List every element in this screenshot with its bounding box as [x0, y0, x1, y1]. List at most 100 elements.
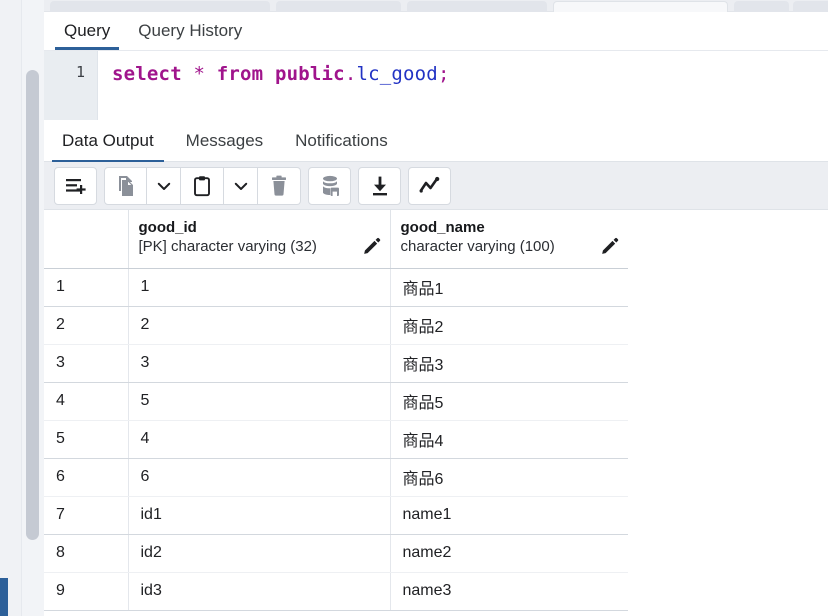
cell-good-name[interactable]: 商品3	[390, 344, 629, 383]
tab-notifications[interactable]: Notifications	[279, 120, 404, 162]
cell-good-id[interactable]: 5	[128, 382, 391, 421]
cell-good-name[interactable]: 商品6	[390, 458, 629, 497]
cell-good-name[interactable]: name3	[390, 572, 629, 611]
database-save-icon	[322, 175, 339, 196]
workspace-tab[interactable]	[793, 1, 828, 12]
download-button[interactable]	[358, 166, 401, 205]
cell-good-name[interactable]: 商品1	[390, 268, 629, 307]
copy-button[interactable]	[104, 166, 147, 205]
workspace-tab-active[interactable]	[553, 1, 728, 12]
cell-good-id[interactable]: id2	[128, 534, 391, 573]
clipboard-icon	[194, 175, 210, 196]
cell-good-id[interactable]: 1	[128, 268, 391, 307]
pencil-icon[interactable]	[362, 236, 382, 261]
row-number-cell[interactable]: 7	[44, 496, 129, 535]
line-number-gutter: 1	[44, 51, 98, 120]
row-number-cell[interactable]: 1	[44, 268, 129, 307]
sql-code-area[interactable]: select * from public.lc_good;	[98, 51, 828, 120]
column-type: [PK] character varying (32)	[138, 238, 317, 255]
column-header-good-name[interactable]: good_name character varying (100)	[390, 210, 629, 269]
line-chart-icon	[419, 176, 439, 193]
workspace-tab[interactable]	[50, 1, 270, 12]
tab-messages[interactable]: Messages	[170, 120, 279, 162]
chevron-down-icon	[157, 182, 170, 190]
workspace-tab[interactable]	[734, 1, 789, 12]
tab-query-label: Query	[64, 21, 111, 40]
column-name: good_id	[138, 219, 197, 236]
editor-body: 1 select * from public.lc_good;	[44, 50, 828, 120]
add-row-button[interactable]	[54, 166, 97, 205]
paste-options-button[interactable]	[224, 166, 258, 205]
cell-good-name[interactable]: 商品4	[390, 420, 629, 459]
column-header-good-id[interactable]: good_id [PK] character varying (32)	[128, 210, 391, 269]
active-panel-marker	[0, 578, 8, 616]
copy-icon	[118, 175, 133, 196]
sql-token-schema: public	[274, 63, 345, 85]
delete-row-button[interactable]	[258, 166, 301, 205]
sql-token-from: from	[216, 63, 264, 85]
cell-good-id[interactable]: id1	[128, 496, 391, 535]
cell-good-name[interactable]: name1	[390, 496, 629, 535]
workspace-tab-strip	[44, 0, 828, 12]
tab-query-history[interactable]: Query History	[124, 12, 256, 50]
results-tabbar: Data Output Messages Notifications	[44, 120, 828, 163]
cell-good-id[interactable]: 4	[128, 420, 391, 459]
sql-space	[205, 63, 217, 85]
copy-options-button[interactable]	[147, 166, 181, 205]
tab-query-history-label: Query History	[138, 21, 243, 40]
trash-icon	[272, 175, 286, 196]
tab-data-output[interactable]: Data Output	[46, 120, 170, 163]
chevron-down-icon	[234, 182, 247, 190]
vertical-scrollbar-thumb[interactable]	[26, 70, 39, 540]
row-number-cell[interactable]: 3	[44, 344, 129, 383]
row-number-cell[interactable]: 6	[44, 458, 129, 497]
tab-query[interactable]: Query	[50, 12, 124, 50]
line-number: 1	[75, 63, 85, 81]
sql-token-dot: .	[344, 63, 357, 85]
toolbar-group-add	[54, 166, 97, 205]
query-editor-pane: Query Query History 1 select * from publ…	[44, 12, 828, 120]
sql-token-select: select	[112, 63, 182, 85]
rownum-header	[44, 210, 129, 269]
tab-data-output-label: Data Output	[62, 130, 154, 150]
column-name: good_name	[400, 219, 485, 236]
cell-good-id[interactable]: 6	[128, 458, 391, 497]
cell-good-name[interactable]: 商品2	[390, 306, 629, 345]
save-data-button[interactable]	[308, 166, 351, 205]
pencil-icon[interactable]	[600, 236, 620, 261]
row-number-cell[interactable]: 4	[44, 382, 129, 421]
sql-token-star: *	[193, 63, 206, 85]
paste-button[interactable]	[181, 166, 224, 205]
add-row-icon	[65, 178, 86, 194]
toolbar-group-clipboard	[104, 166, 301, 205]
row-number-cell[interactable]: 9	[44, 572, 129, 611]
cell-good-id[interactable]: 3	[128, 344, 391, 383]
result-table: good_id [PK] character varying (32) good…	[44, 210, 629, 611]
cell-good-name[interactable]: name2	[390, 534, 629, 573]
results-pane: Data Output Messages Notifications	[44, 120, 828, 616]
sql-token-semicolon: ;	[437, 63, 450, 85]
tab-messages-label: Messages	[185, 130, 264, 150]
workspace-tab[interactable]	[276, 1, 401, 12]
sql-token-table: lc_good	[356, 63, 438, 85]
row-number-cell[interactable]: 8	[44, 534, 129, 573]
grid-empty-area	[628, 210, 828, 616]
workspace-tab[interactable]	[407, 1, 547, 12]
graph-visualiser-button[interactable]	[408, 166, 451, 205]
sql-space	[263, 63, 275, 85]
row-number-cell[interactable]: 2	[44, 306, 129, 345]
cell-good-id[interactable]: 2	[128, 306, 391, 345]
cell-good-id[interactable]: id3	[128, 572, 391, 611]
row-number-cell[interactable]: 5	[44, 420, 129, 459]
cell-good-name[interactable]: 商品5	[390, 382, 629, 421]
